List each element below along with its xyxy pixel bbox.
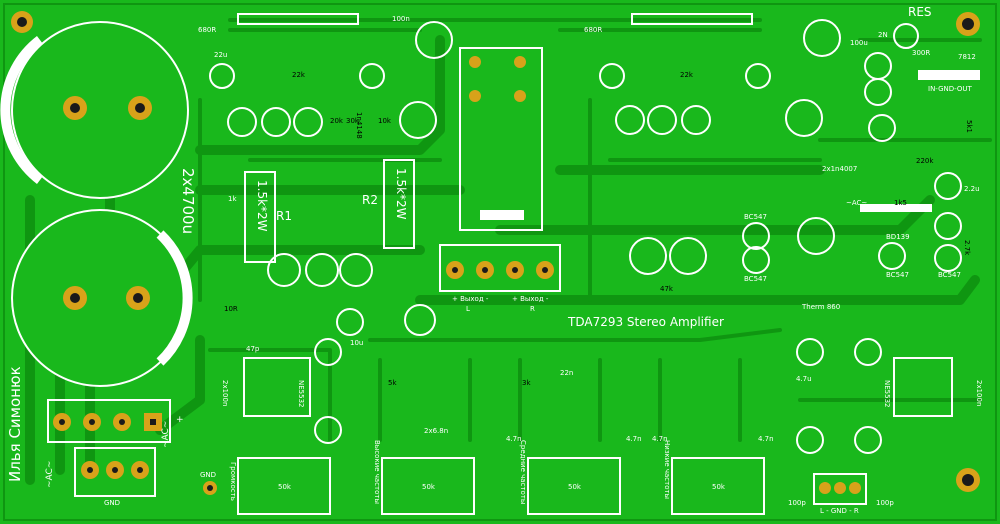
main-capacitor-bottom [11, 209, 193, 387]
ac-small-label: ~AC~ [846, 199, 868, 207]
relay-module [439, 47, 561, 292]
c47u-label: 4.7u [796, 375, 812, 383]
c100u-label: 100u [850, 39, 868, 47]
gnd-mid-label: GND [200, 471, 217, 479]
reg-pins-label: IN-GND-OUT [928, 85, 972, 93]
output-left-label: + Выход - [452, 295, 489, 303]
r30k-label: 30k [346, 117, 359, 125]
c47n-d-label: 4.7n [758, 435, 774, 443]
c100p-left-label: 100p [788, 499, 806, 507]
output-right-sub-label: R [530, 305, 535, 313]
c68n-label: 2x6.8n [424, 427, 449, 435]
r5k-label: 5k [388, 379, 397, 387]
ac-left-label: ~AC~ [45, 460, 55, 488]
r20k-label: 20k [330, 117, 343, 125]
c100n-label: 100n [392, 15, 410, 23]
ac-right-label: ~AC~ [161, 420, 171, 448]
c22n-label: 22n [560, 369, 574, 377]
c47n-a-label: 4.7n [506, 435, 522, 443]
c10u-label: 10u [350, 339, 364, 347]
r1k5-label: 1k5 [894, 199, 907, 207]
r10k-label: 10k [378, 117, 391, 125]
r47k-label: 47k [660, 285, 673, 293]
r1k-label: 1k [228, 195, 237, 203]
c47n-b-label: 4.7n [626, 435, 642, 443]
author-label: Илья Симонюк [6, 366, 24, 482]
r2-7-label: 2.7k [963, 240, 971, 256]
led-label: 2N [878, 31, 888, 39]
therm-label: Therm 860 [802, 303, 841, 311]
power-resistor-2-label: 1.5k*2W [394, 168, 408, 220]
r5k1-label: 5k1 [965, 120, 973, 133]
c22u-label: 22u [214, 51, 228, 59]
heatsink-marks [237, 13, 980, 212]
input-connector [813, 473, 867, 505]
treble-label: Высокие частоты [373, 440, 381, 505]
r1n4148-label: 1n4148 [355, 112, 363, 139]
board-title: TDA7293 Stereo Amplifier [568, 315, 724, 329]
volume-label: Громкость [229, 462, 237, 501]
ne5532-right-label: NE5532 [883, 380, 891, 408]
main-capacitor-top [0, 21, 189, 199]
res-label: RES [908, 5, 932, 19]
bc547-c-label: BC547 [886, 271, 909, 279]
c2-2u-label: 2.2u [964, 185, 980, 193]
small-capacitors [209, 19, 962, 454]
r22k-left-label: 22k [292, 71, 305, 79]
output-right-label: + Выход - [512, 295, 549, 303]
c47n-c-label: 4.7n [652, 435, 668, 443]
signal-traces [198, 18, 992, 442]
r220k-label: 220k [916, 157, 934, 165]
input-lgndr-label: L - GND - R [820, 507, 859, 515]
r1-label: R1 [276, 209, 292, 223]
potentiometers [237, 457, 765, 515]
bass-label: Низкие частоты [663, 440, 671, 500]
reg-label: 7812 [958, 53, 976, 61]
plus-label: + [176, 415, 184, 425]
r22k-right-label: 22k [680, 71, 693, 79]
opamp-footprints [243, 357, 953, 417]
pot-volume-value: 50k [278, 483, 291, 491]
r680-left-label: 680R [198, 26, 217, 34]
pot-mid-value: 50k [568, 483, 581, 491]
r3k-label: 3k [522, 379, 531, 387]
bc547-b-label: BC547 [744, 275, 767, 283]
bd139-label: BD139 [886, 233, 910, 241]
mid-label: Средние частоты [519, 440, 527, 505]
pot-bass-value: 50k [712, 483, 725, 491]
c2x100n-right-label: 2x100n [975, 380, 983, 407]
c47p-label: 47p [246, 345, 260, 353]
power-resistor-1-label: 1.5k*2W [255, 180, 269, 232]
mounting-holes [11, 11, 980, 495]
r10r-label: 10R [224, 305, 238, 313]
ne5532-left-label: NE5532 [297, 380, 305, 408]
r300-label: 300R [912, 49, 931, 57]
c100p-right-label: 100p [876, 499, 894, 507]
r680-right-label: 680R [584, 26, 603, 34]
main-cap-label: 2x4700u [179, 168, 197, 235]
diode-label: 2x1n4007 [822, 165, 858, 173]
c2x100n-left-label: 2x100n [221, 380, 229, 407]
bc547-a-label: BC547 [744, 213, 767, 221]
ac-input-block [47, 399, 171, 497]
output-left-sub-label: L [466, 305, 470, 313]
gnd-bottom-label: GND [104, 499, 121, 507]
r2-label: R2 [362, 193, 378, 207]
bc547-d-label: BC547 [938, 271, 961, 279]
power-resistors [244, 159, 415, 263]
pot-treble-value: 50k [422, 483, 435, 491]
